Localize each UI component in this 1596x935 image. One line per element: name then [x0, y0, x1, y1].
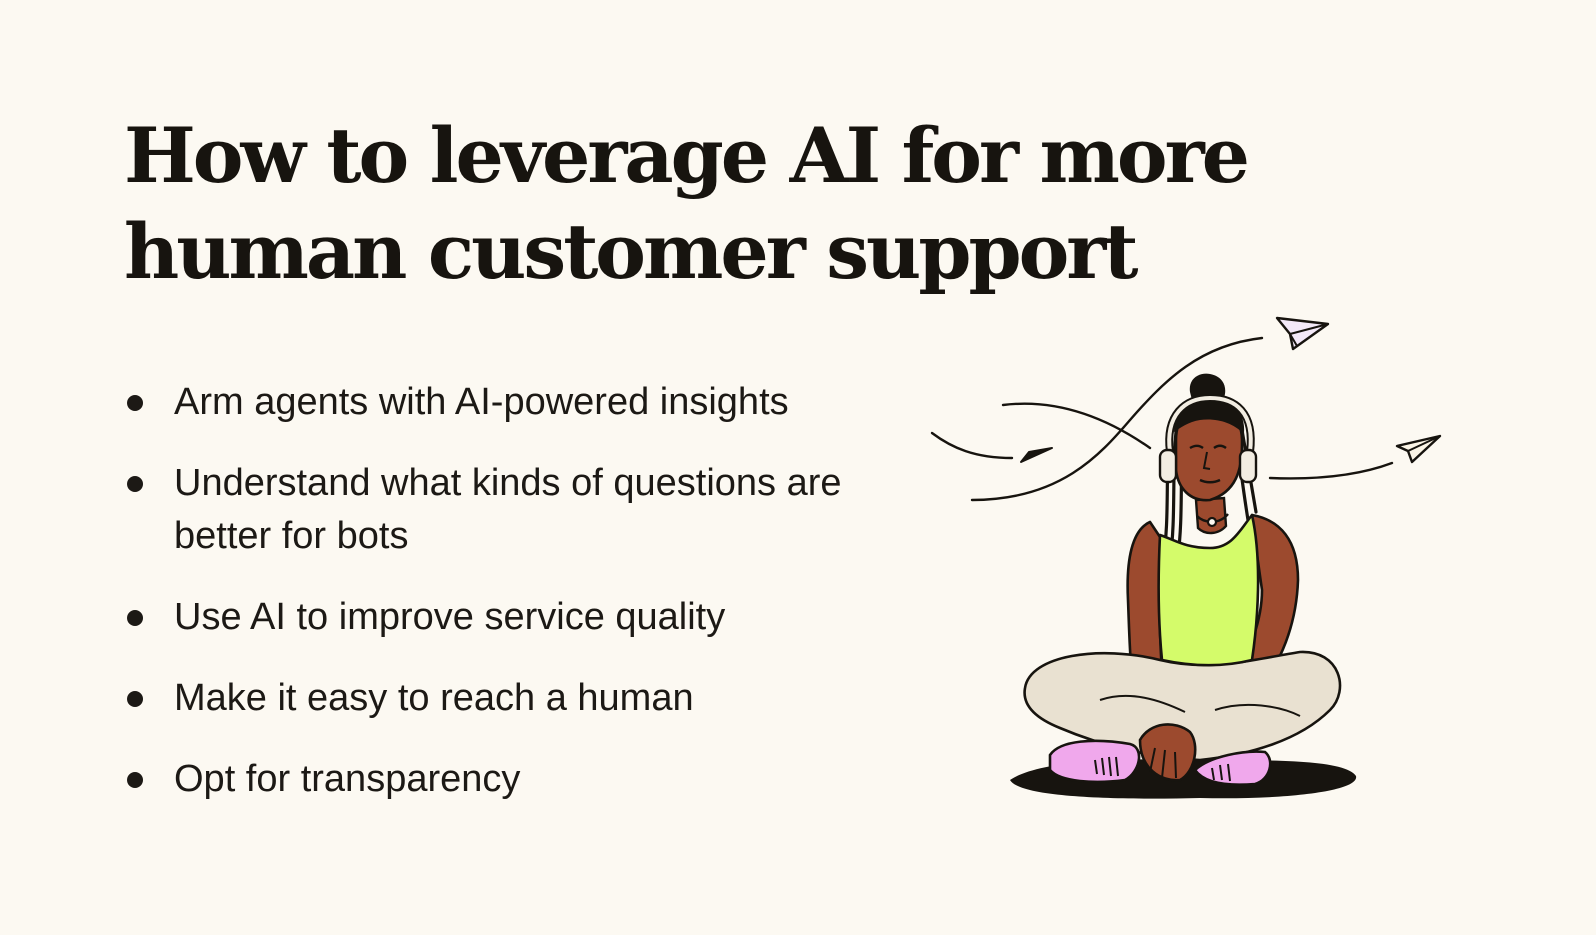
- bullet-text: Make it easy to reach a human: [174, 677, 694, 719]
- bullet-dot-icon: [127, 610, 143, 626]
- woman-with-headphones-illustration: [930, 316, 1442, 799]
- hair-bun: [1189, 373, 1226, 400]
- bullet-item: Understand what kinds of questions are b…: [124, 457, 904, 563]
- bullet-text: Use AI to improve service quality: [174, 596, 726, 638]
- bullet-dot-icon: [127, 395, 143, 411]
- bullet-text: Opt for transparency: [174, 758, 521, 800]
- hands: [1138, 723, 1197, 782]
- bullet-item: Opt for transparency: [124, 753, 904, 806]
- paper-plane-icon: [1275, 316, 1330, 351]
- bullet-dot-icon: [127, 476, 143, 492]
- flight-path-lines: [930, 336, 1394, 502]
- title-line-2: human customer support: [124, 207, 1138, 296]
- bullet-dot-icon: [127, 691, 143, 707]
- headphones-icon: [1158, 393, 1258, 484]
- bullet-list: Arm agents with AI-powered insights Unde…: [124, 376, 904, 834]
- title-line-1: How to leverage AI for more: [124, 111, 1250, 200]
- bullet-dot-icon: [127, 772, 143, 788]
- hair: [1174, 398, 1245, 434]
- bullet-text: Arm agents with AI-powered insights: [174, 381, 789, 423]
- crossed-legs: [1023, 650, 1342, 762]
- paper-plane-icon: [1020, 447, 1053, 463]
- page-title: How to leverage AI for more human custom…: [124, 108, 1274, 300]
- bullet-item: Arm agents with AI-powered insights: [124, 376, 904, 429]
- bullet-text: Understand what kinds of questions are b…: [174, 462, 842, 557]
- paper-plane-icon: [1395, 434, 1442, 464]
- sneakers: [1048, 739, 1272, 786]
- bullet-item: Use AI to improve service quality: [124, 591, 904, 644]
- neck: [1194, 496, 1228, 535]
- bullet-item: Make it easy to reach a human: [124, 672, 904, 725]
- tank-top: [1157, 513, 1260, 667]
